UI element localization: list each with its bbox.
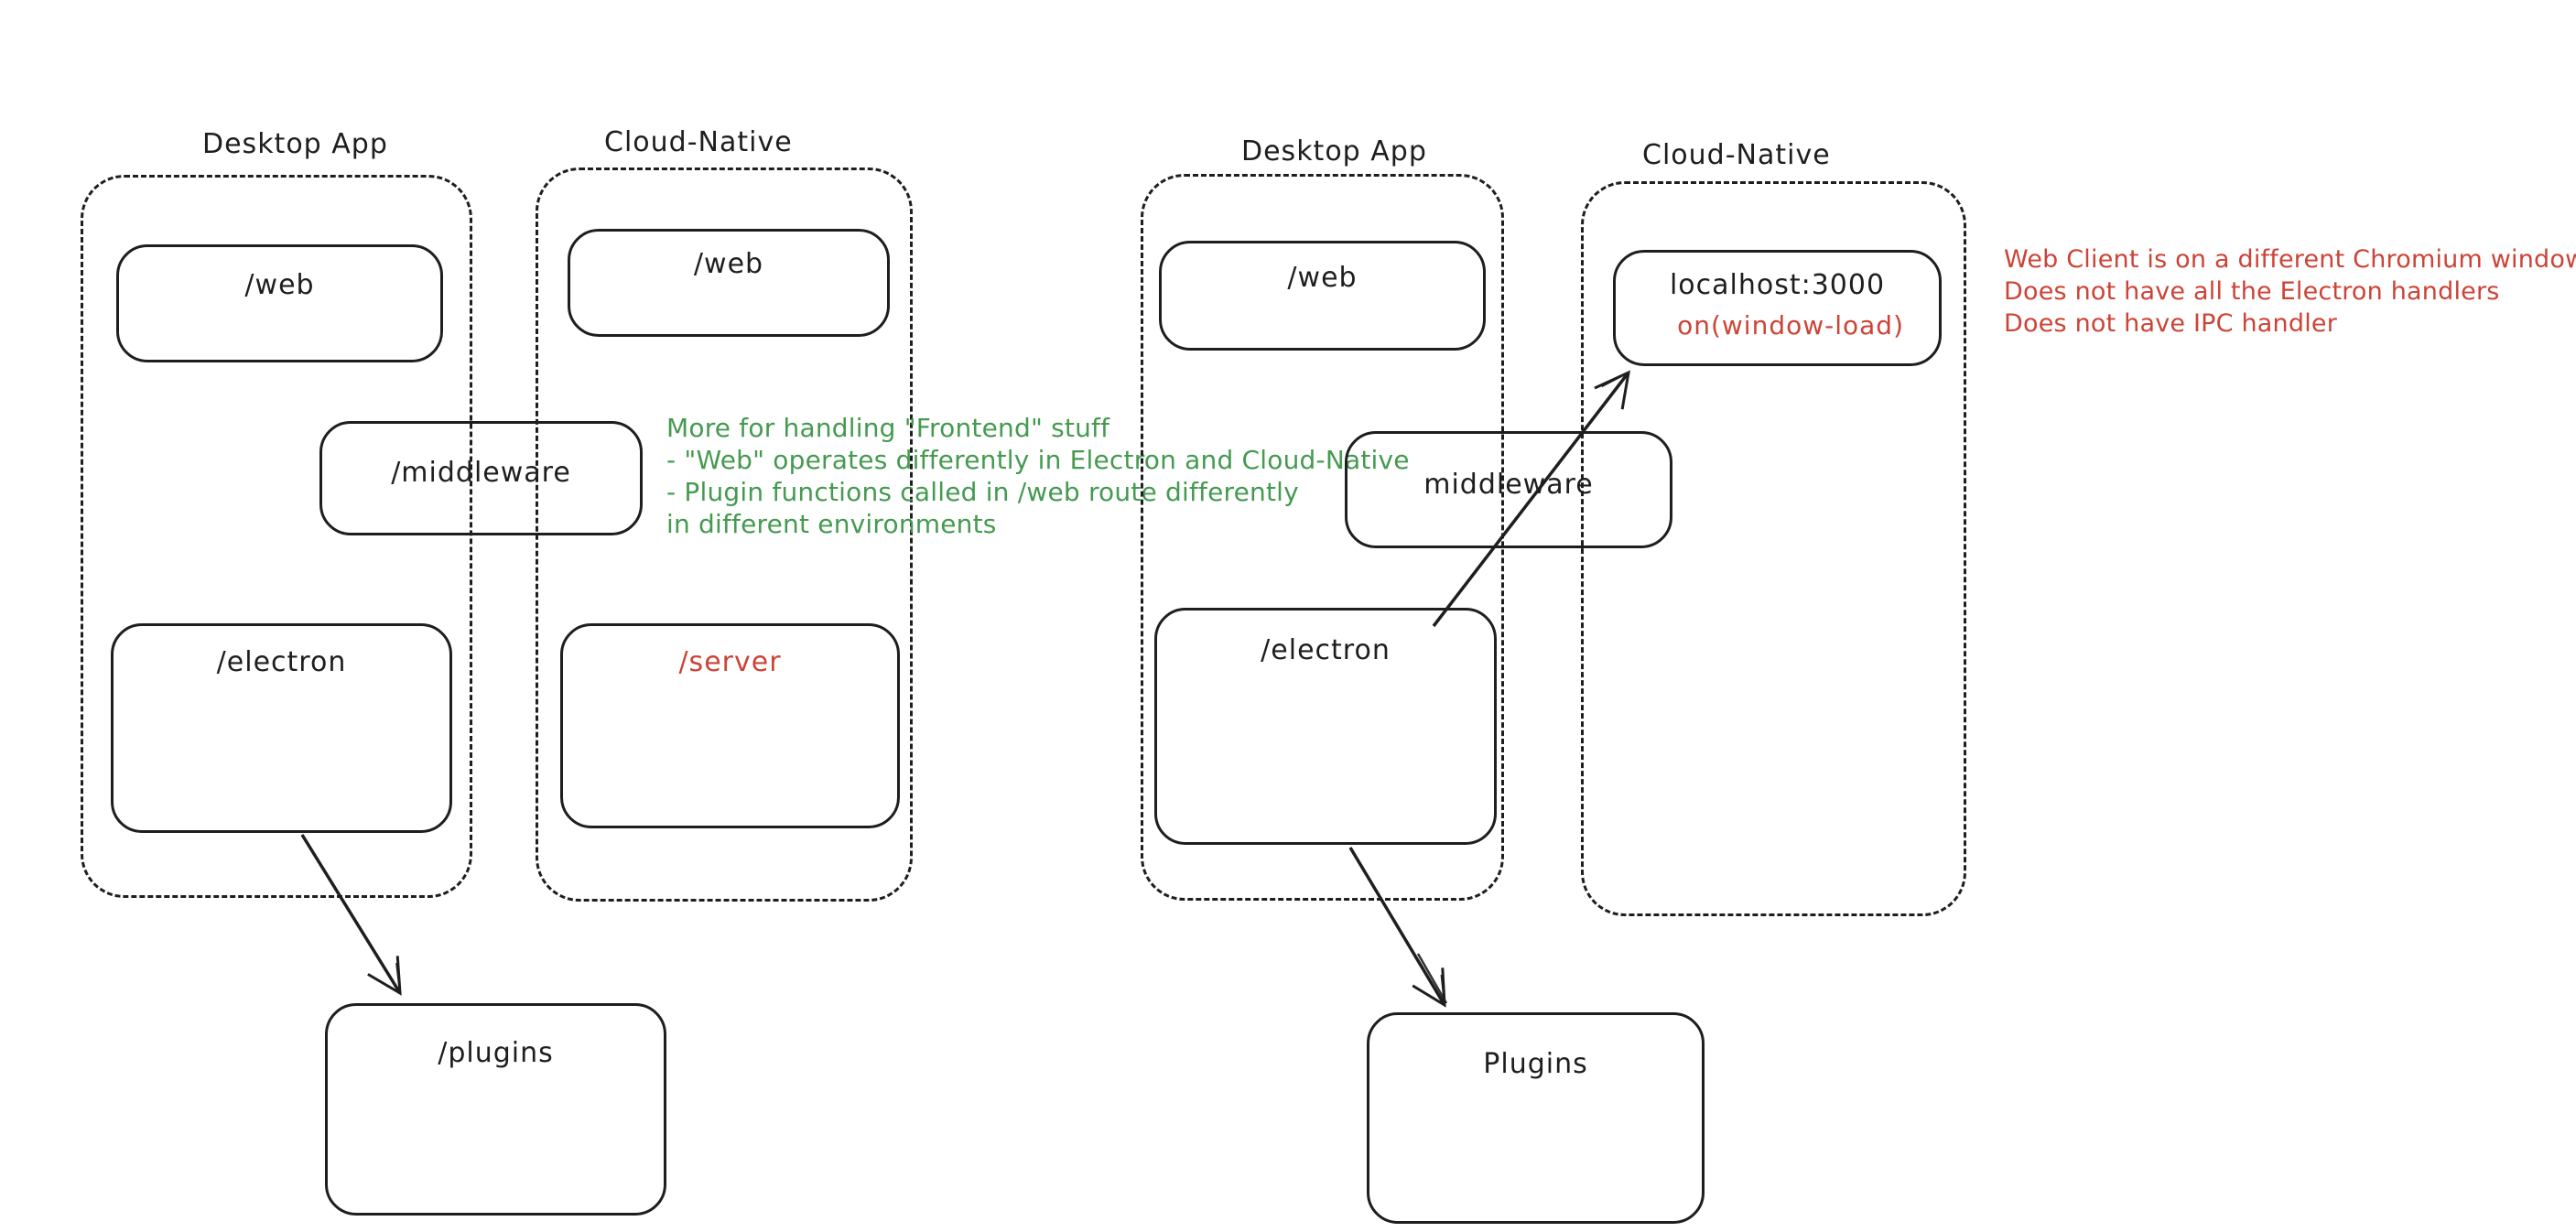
box-middleware-right-label: middleware bbox=[1423, 469, 1594, 501]
green-note-line-1: More for handling "Frontend" stuff bbox=[666, 413, 1110, 443]
red-note-line-2: Does not have all the Electron handlers bbox=[2004, 277, 2500, 306]
arrow-electron-to-plugins-right-sketch-stroke bbox=[1416, 953, 1448, 1004]
green-note-line-3: - Plugin functions called in /web route … bbox=[666, 477, 1299, 507]
green-note[interactable]: More for handling "Frontend" stuff - "We… bbox=[666, 412, 1410, 540]
box-electron-left-label: /electron bbox=[216, 646, 347, 678]
box-middleware-left[interactable]: /middleware bbox=[319, 421, 643, 535]
box-plugins-left-label: /plugins bbox=[438, 1037, 554, 1069]
red-note[interactable]: Web Client is on a different Chromium wi… bbox=[2004, 243, 2576, 340]
green-note-line-2: - "Web" operates differently in Electron… bbox=[666, 445, 1410, 475]
box-web-desktop-right[interactable]: /web bbox=[1159, 241, 1486, 351]
box-electron-left[interactable]: /electron bbox=[111, 623, 452, 833]
box-plugins-left[interactable]: /plugins bbox=[325, 1003, 666, 1216]
box-server-left[interactable]: /server bbox=[560, 623, 900, 828]
box-server-left-label: /server bbox=[678, 646, 782, 678]
red-note-line-1: Web Client is on a different Chromium wi… bbox=[2004, 245, 2576, 274]
box-electron-right-label: /electron bbox=[1261, 634, 1391, 666]
left-desktop-app-title[interactable]: Desktop App bbox=[202, 128, 388, 160]
on-window-load-label: on(window-load) bbox=[1677, 310, 1904, 340]
box-localhost-title: localhost:3000 bbox=[1669, 269, 1886, 301]
red-note-line-3: Does not have IPC handler bbox=[2004, 309, 2338, 338]
box-plugins-right-label: Plugins bbox=[1483, 1048, 1588, 1080]
box-web-cloud-left-label: /web bbox=[693, 248, 764, 280]
box-middleware-left-label: /middleware bbox=[391, 457, 571, 489]
box-middleware-right[interactable]: middleware bbox=[1345, 431, 1672, 548]
right-cloud-native-title[interactable]: Cloud-Native bbox=[1642, 139, 1831, 171]
box-web-cloud-left[interactable]: /web bbox=[568, 229, 890, 337]
box-web-desktop-left-label: /web bbox=[244, 269, 315, 301]
left-cloud-native-title[interactable]: Cloud-Native bbox=[604, 126, 793, 158]
box-localhost[interactable]: localhost:3000 on(window-load) bbox=[1613, 250, 1942, 366]
green-note-line-4: in different environments bbox=[666, 509, 997, 539]
box-web-desktop-right-label: /web bbox=[1287, 262, 1358, 294]
box-plugins-right[interactable]: Plugins bbox=[1367, 1012, 1705, 1224]
box-web-desktop-left[interactable]: /web bbox=[116, 244, 443, 362]
box-electron-right[interactable]: /electron bbox=[1154, 608, 1497, 845]
left-desktop-app-frame[interactable] bbox=[81, 175, 472, 898]
right-desktop-app-title[interactable]: Desktop App bbox=[1241, 135, 1427, 168]
